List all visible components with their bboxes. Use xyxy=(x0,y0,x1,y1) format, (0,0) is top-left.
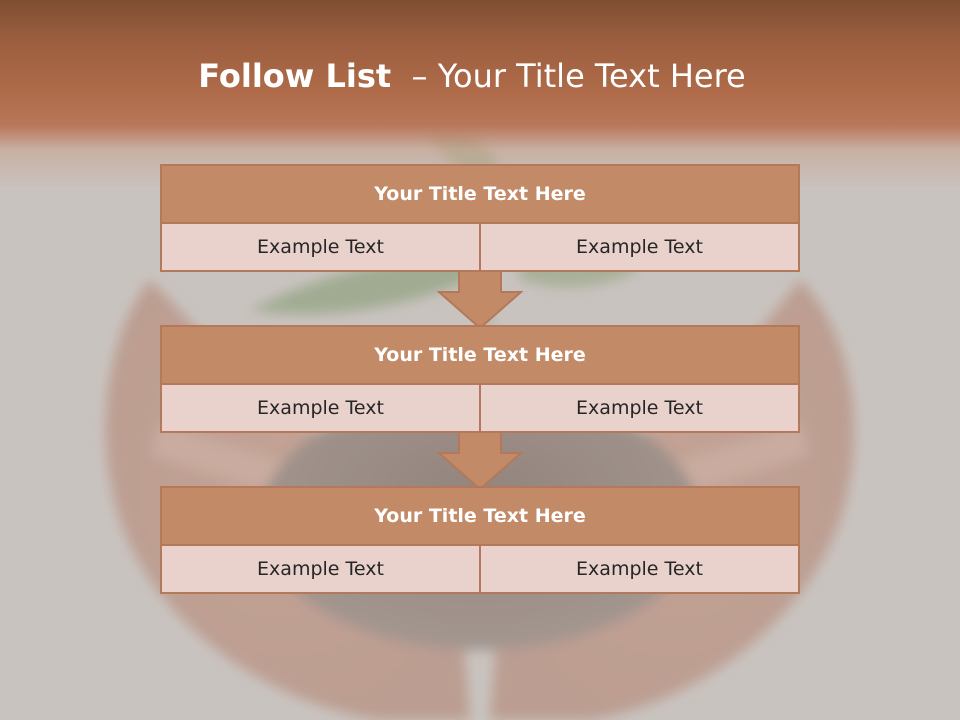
title-banner xyxy=(0,0,960,190)
step-block-1: Your Title Text Here Example Text Exampl… xyxy=(160,164,800,272)
down-arrow-icon xyxy=(437,270,523,330)
slide-title-bold: Follow List xyxy=(198,57,392,95)
step-block-3: Your Title Text Here Example Text Exampl… xyxy=(160,486,800,594)
step-1-left-text: Example Text xyxy=(162,224,479,270)
step-2-right-text: Example Text xyxy=(479,385,798,431)
slide-title: Follow List – Your Title Text Here xyxy=(0,55,944,97)
step-3-title: Your Title Text Here xyxy=(162,488,798,546)
step-1-row: Example Text Example Text xyxy=(162,224,798,270)
step-3-row: Example Text Example Text xyxy=(162,546,798,592)
step-2-row: Example Text Example Text xyxy=(162,385,798,431)
slide-title-rest: – Your Title Text Here xyxy=(411,57,746,95)
step-2-title: Your Title Text Here xyxy=(162,327,798,385)
step-1-right-text: Example Text xyxy=(479,224,798,270)
step-3-left-text: Example Text xyxy=(162,546,479,592)
step-block-2: Your Title Text Here Example Text Exampl… xyxy=(160,325,800,433)
step-2-left-text: Example Text xyxy=(162,385,479,431)
step-1-title: Your Title Text Here xyxy=(162,166,798,224)
step-3-right-text: Example Text xyxy=(479,546,798,592)
down-arrow-icon xyxy=(437,431,523,491)
